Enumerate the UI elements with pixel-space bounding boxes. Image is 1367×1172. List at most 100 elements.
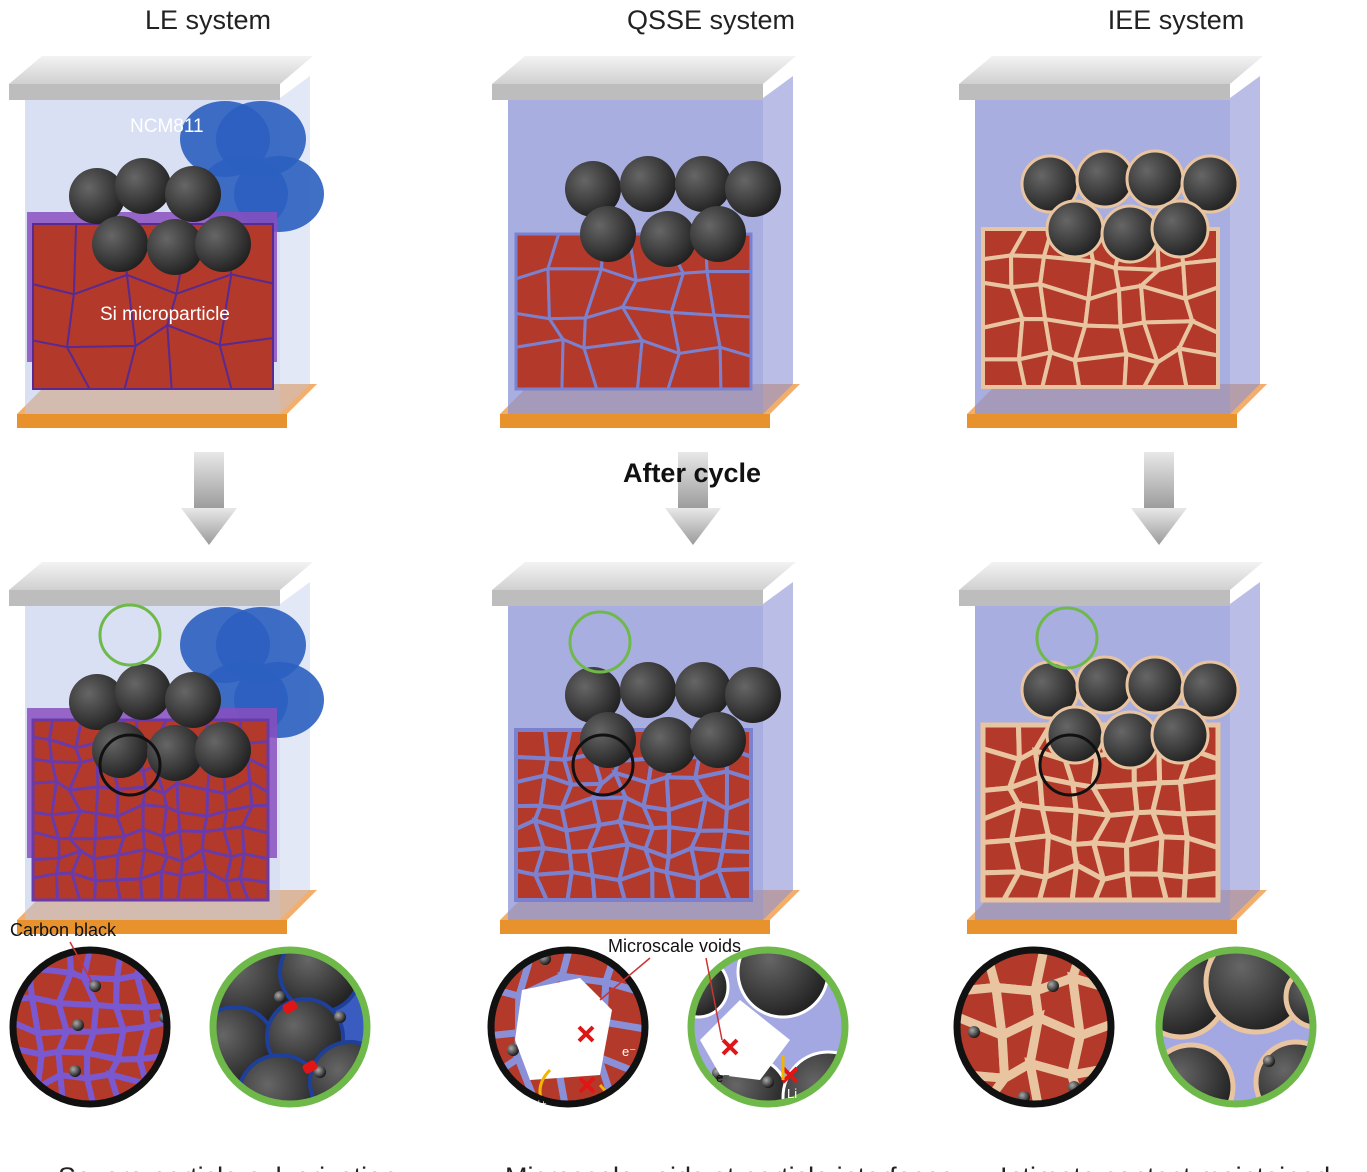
zoom-circle <box>9 946 171 1108</box>
electron-label-2: e⁻ <box>716 1070 730 1085</box>
si-fragment <box>1176 346 1220 389</box>
ncm811-particle <box>308 1040 367 1104</box>
si-fragment <box>32 223 78 296</box>
ncm811-particle <box>690 206 746 262</box>
microscale-void <box>515 978 612 1080</box>
title-qsse: QSSE system <box>627 5 795 35</box>
ncm811-particle <box>115 664 171 720</box>
si-fragment <box>238 876 270 902</box>
current-collector-edge <box>500 920 770 934</box>
green-highlight-circle <box>98 603 162 667</box>
ncm811-particle <box>165 672 221 728</box>
electrolyte-side <box>1230 582 1260 920</box>
ncm811-particle <box>675 156 731 212</box>
ncm811-particle <box>1180 660 1240 720</box>
ncm-label: NCM811 <box>130 116 204 137</box>
carbon-black-particle <box>314 1066 326 1078</box>
voids-pointer-left <box>599 957 651 1001</box>
carbon-black-particle <box>334 1011 346 1023</box>
ncm811-particle <box>1150 199 1210 259</box>
black-highlight-circle <box>571 733 635 797</box>
si-fragment <box>705 269 753 319</box>
electrolyte-side <box>763 76 793 414</box>
ncm811-particle <box>620 662 676 718</box>
zoom-circle <box>487 946 649 1108</box>
top-plate-edge <box>959 590 1230 606</box>
zoom-ring <box>9 946 171 1108</box>
top-plate <box>492 56 796 84</box>
si-fragment <box>565 869 597 902</box>
carbon-black-particle <box>69 1065 81 1077</box>
top-plate-edge <box>959 84 1230 100</box>
ncm811-particle <box>580 712 636 768</box>
carbon-black-particle <box>1263 1055 1275 1067</box>
ncm811-particle <box>92 216 148 272</box>
carbon-black-pointer <box>69 941 93 983</box>
ncm811-particle <box>115 158 171 214</box>
lithium-label-1: Li⁺ <box>530 1098 547 1113</box>
top-plate-edge <box>9 84 280 100</box>
current-collector-edge <box>17 920 287 934</box>
ncm811-particle <box>1125 655 1185 715</box>
black-highlight-circle <box>98 733 162 797</box>
ncm811-particle <box>1045 199 1105 259</box>
carbon-black-particle <box>89 980 101 992</box>
carbon-black-particle <box>968 1026 980 1038</box>
si-fragment <box>663 869 700 902</box>
zoom-ring <box>953 946 1115 1108</box>
si-fragment <box>715 867 753 902</box>
si-fragment <box>1156 871 1189 903</box>
battery-cell <box>959 56 1267 428</box>
carbon-black-particle <box>274 991 286 1003</box>
carbon-black-particle <box>72 1019 84 1031</box>
ncm811-particle <box>195 216 251 272</box>
caption-le: Severe particle pulverization <box>58 1162 397 1172</box>
si-fragment <box>114 877 144 902</box>
zoom-ring <box>209 946 371 1108</box>
ncm811-particle <box>1075 149 1135 209</box>
zoom-circle <box>687 946 849 1108</box>
electrolyte-side <box>1230 76 1260 414</box>
blocked-cross-icon <box>578 1076 596 1094</box>
current-collector-edge <box>17 414 287 428</box>
carbon-black-particle <box>762 1076 774 1088</box>
zoom-ring <box>687 946 849 1108</box>
ncm811-particle <box>165 166 221 222</box>
si-label: Si microparticle <box>100 304 230 325</box>
si-fragment <box>176 869 208 902</box>
si-fragment <box>218 336 274 390</box>
carbon-black-particle <box>1047 980 1059 992</box>
battery-cell <box>9 562 324 934</box>
battery-cell <box>492 56 800 428</box>
battery-cell <box>492 562 800 934</box>
caption-qsse: Microscale voids at particle interfaces <box>505 1162 954 1172</box>
lithium-label-2: Li <box>787 1086 797 1101</box>
ncm811-particle <box>640 211 696 267</box>
ncm811-particle <box>580 206 636 262</box>
arrow-down-icon <box>1131 452 1187 545</box>
after-cycle-label: After cycle <box>623 458 761 488</box>
ion-path-arrow <box>538 1068 552 1104</box>
ncm811-particle <box>690 712 746 768</box>
caption-iee: Intimate contact maintained <box>1000 1162 1330 1172</box>
blocked-cross-icon <box>721 1038 739 1056</box>
ncm811-particle <box>69 674 125 730</box>
ncm811-particle <box>725 667 781 723</box>
top-plate <box>9 562 313 590</box>
ncm811-particle <box>1253 1039 1313 1104</box>
si-fragment <box>718 345 753 391</box>
ncm811-particle <box>147 219 203 275</box>
si-fragment <box>1123 833 1165 877</box>
si-fragment <box>176 810 209 834</box>
zoom-content <box>213 950 367 1104</box>
carbon-black-particle <box>507 1044 519 1056</box>
zoom-circle <box>953 946 1115 1108</box>
si-fragment <box>1072 351 1129 389</box>
battery-cell <box>9 56 324 428</box>
title-iee: IEE system <box>1108 5 1245 35</box>
ncm811-particle <box>1150 705 1210 765</box>
top-plate-edge <box>9 590 280 606</box>
ncm811-particle <box>147 725 203 781</box>
si-fragment <box>716 848 753 873</box>
